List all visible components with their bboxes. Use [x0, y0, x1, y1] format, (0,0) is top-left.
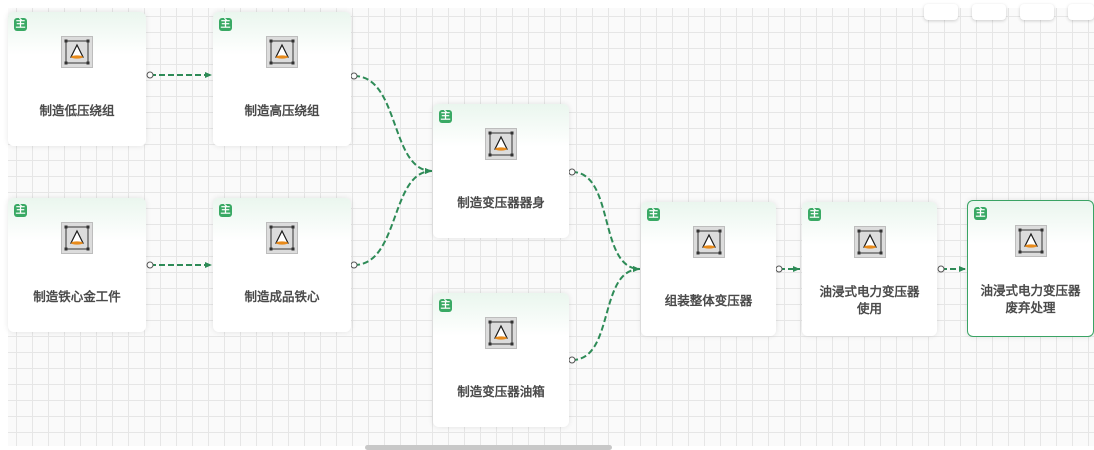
main-badge: 主	[647, 208, 660, 221]
main-badge: 主	[14, 18, 27, 31]
cone-icon	[853, 226, 886, 258]
cone-icon	[266, 222, 298, 254]
edge-tank-to-assembly[interactable]	[571, 266, 641, 361]
cone-icon	[61, 36, 93, 68]
node-transformer-use[interactable]: 主 油浸式电力变压器 使用	[802, 202, 937, 336]
cone-icon	[266, 36, 298, 68]
horizontal-scrollbar[interactable]	[365, 445, 612, 450]
node-label: 油浸式电力变压器 废弃处理	[980, 283, 1081, 315]
node-transformer-body[interactable]: 主 制造变压器器身	[433, 104, 569, 238]
toolbar-button-4[interactable]	[1068, 4, 1094, 20]
node-low-voltage-winding[interactable]: 主 制造低压绕组	[8, 12, 146, 146]
node-finished-core[interactable]: 主 制造成品铁心	[213, 198, 351, 332]
cone-icon	[1014, 225, 1047, 257]
main-badge: 主	[439, 299, 452, 312]
cone-icon	[61, 222, 93, 254]
edge-body-to-assembly[interactable]	[571, 171, 641, 272]
main-badge: 主	[14, 204, 27, 217]
cone-icon	[692, 226, 725, 258]
cone-icon	[485, 317, 517, 349]
main-badge: 主	[439, 110, 452, 123]
node-high-voltage-winding[interactable]: 主 制造高压绕组	[213, 12, 351, 146]
main-badge: 主	[974, 207, 987, 220]
cone-icon	[485, 128, 517, 160]
node-label: 制造变压器器身	[457, 194, 545, 210]
node-transformer-tank[interactable]: 主 制造变压器油箱	[433, 293, 569, 427]
main-badge: 主	[808, 208, 821, 221]
node-label: 制造铁心金工件	[33, 288, 121, 304]
main-badge: 主	[219, 204, 232, 217]
node-label: 制造低压绕组	[39, 102, 115, 118]
main-badge: 主	[219, 18, 232, 31]
node-label: 制造成品铁心	[244, 288, 320, 304]
node-assemble-transformer[interactable]: 主 组装整体变压器	[641, 202, 776, 336]
canvas-top-margin	[0, 0, 1094, 8]
toolbar-button-1[interactable]	[924, 4, 958, 20]
toolbar-button-2[interactable]	[972, 4, 1006, 20]
node-transformer-disposal[interactable]: 主 油浸式电力变压器 废弃处理	[967, 200, 1094, 337]
edge-core-to-body[interactable]	[353, 168, 433, 266]
node-label: 组装整体变压器	[664, 292, 753, 308]
node-core-metal-parts[interactable]: 主 制造铁心金工件	[8, 198, 146, 332]
edge-high-to-body[interactable]	[353, 75, 433, 174]
node-label: 制造变压器油箱	[457, 383, 545, 399]
toolbar-button-3[interactable]	[1020, 4, 1054, 20]
canvas-left-margin	[0, 0, 8, 450]
node-label: 油浸式电力变压器 使用	[819, 284, 920, 316]
node-label: 制造高压绕组	[244, 102, 320, 118]
